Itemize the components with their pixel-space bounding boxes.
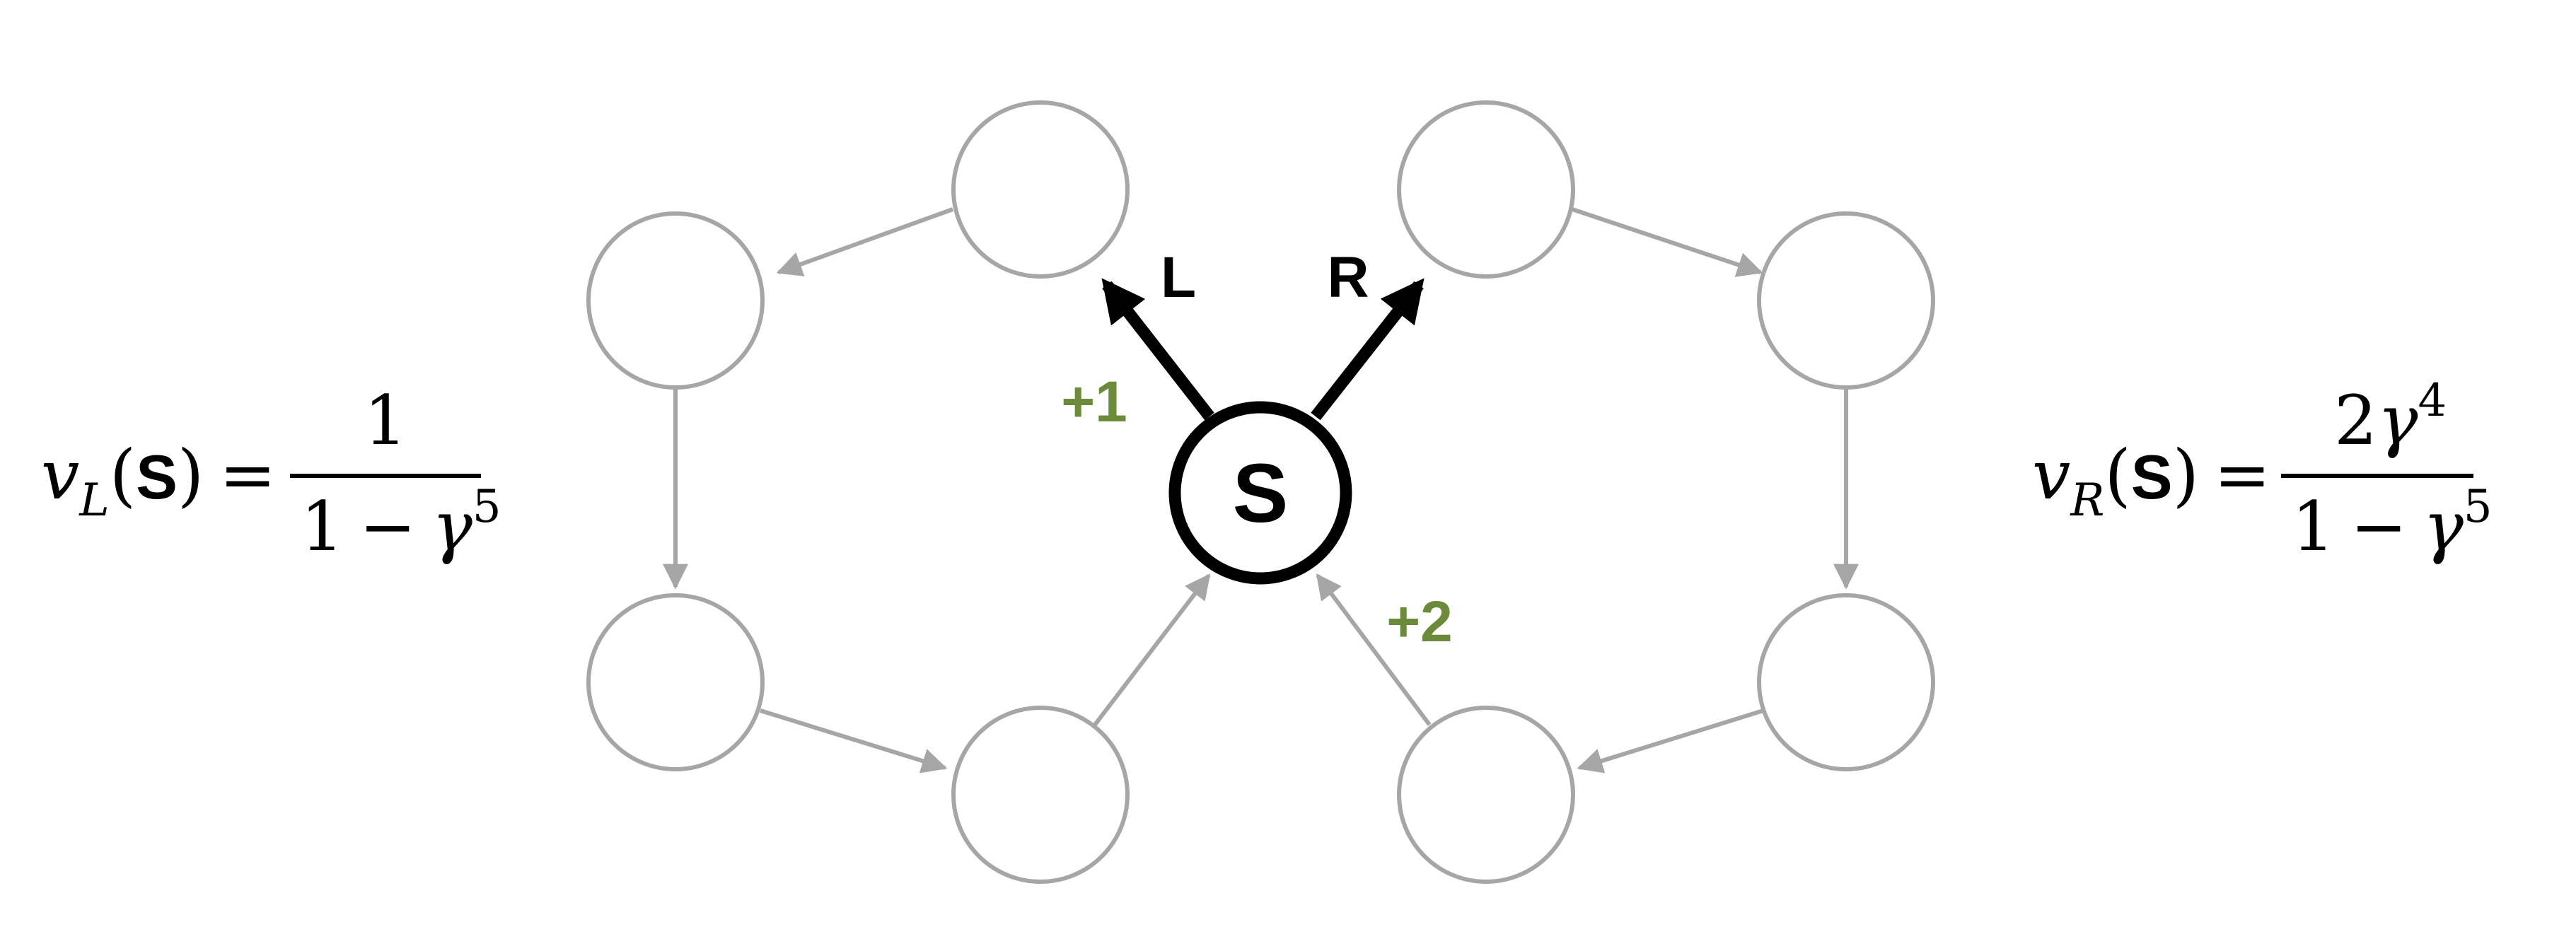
formula-left-v: v [41, 436, 79, 515]
formula-right-subscript: R [2070, 474, 2104, 527]
edge-right-top-to-right-upper [1572, 207, 1763, 277]
formula-left-numerator: 1 [364, 381, 407, 460]
formula-left-subscript: L [79, 474, 110, 527]
formula-right-close-paren: ) [2173, 436, 2199, 515]
formula-left-den-one: 1 [301, 487, 344, 566]
formula-right-den-minus: − [2350, 487, 2407, 566]
edge-right-lower-to-right-bottom [1577, 708, 1764, 774]
formula-left-den-exp: 5 [472, 481, 501, 533]
state-node-right-top [1397, 100, 1575, 279]
edge-left-top-to-left-upper [776, 207, 954, 276]
action-arrow-right [1311, 278, 1425, 421]
formula-right-den-gamma: γ [2423, 487, 2464, 566]
formula-right-den-exp: 5 [2464, 481, 2493, 533]
state-node-left-upper [586, 211, 765, 390]
formula-left-open-paren: ( [110, 436, 136, 515]
formula-right-equals: = [2214, 436, 2270, 515]
formula-right-v: v [2032, 436, 2070, 515]
formula-left-close-paren: ) [178, 436, 204, 515]
reward-label-left: +1 [1061, 370, 1127, 434]
svg-text:vL(S): vL(S) [41, 436, 204, 527]
formula-right-state: S [2131, 442, 2173, 512]
state-node-left-lower [586, 593, 765, 771]
formula-right-open-paren: ( [2104, 436, 2130, 515]
svg-text:2γ4: 2γ4 [2334, 375, 2447, 460]
start-state-label: S [1233, 447, 1289, 540]
state-node-right-bottom [1397, 706, 1575, 884]
formula-left-equals: = [219, 436, 276, 515]
formula-left-den-minus: − [359, 487, 416, 566]
state-node-right-lower [1757, 593, 1935, 771]
edge-right-bottom-to-start [1316, 573, 1432, 726]
formula-left-state: S [136, 442, 178, 512]
formula-right-den-one: 1 [2292, 487, 2335, 566]
formula-right-num-coef: 2 [2334, 381, 2377, 460]
state-node-left-top [951, 100, 1130, 279]
svg-text:vR(S): vR(S) [2032, 436, 2199, 527]
start-state-node [1168, 401, 1352, 585]
formula-right: vR(S) = 2γ4 1−γ5 [2032, 375, 2493, 566]
formula-left-den-gamma: γ [432, 487, 473, 566]
formula-right-num-gamma: γ [2377, 381, 2418, 460]
formula-left: vL(S) = 1 1−γ5 [41, 381, 501, 566]
edge-left-lower-to-left-bottom [760, 708, 948, 774]
action-label-left: L [1161, 245, 1196, 310]
reward-label-right: +2 [1386, 590, 1453, 654]
action-arrow-left [1101, 278, 1214, 421]
svg-text:1−γ5: 1−γ5 [301, 481, 501, 566]
state-node-left-bottom [951, 706, 1130, 884]
edge-left-bottom-to-start [1093, 573, 1211, 726]
state-node-right-upper [1757, 211, 1935, 390]
svg-text:1−γ5: 1−γ5 [2292, 481, 2493, 566]
formula-right-num-exp: 4 [2418, 375, 2447, 427]
action-label-right: R [1327, 245, 1369, 310]
